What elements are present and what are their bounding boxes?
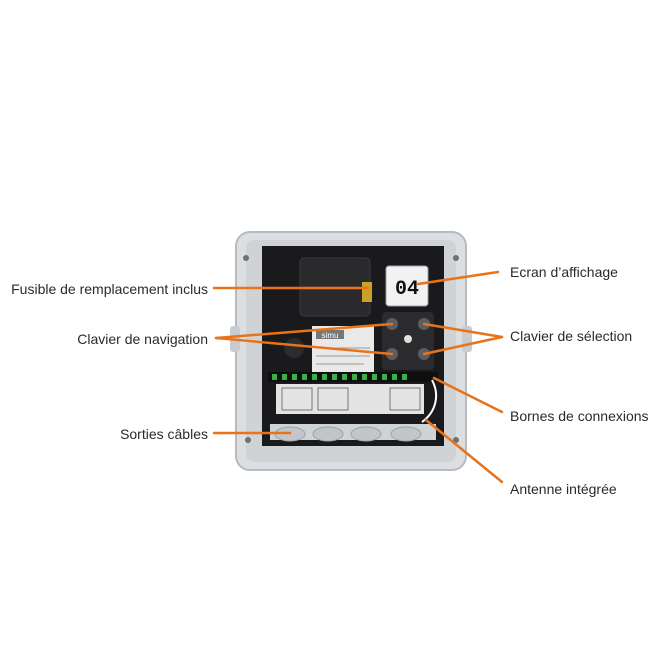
wiring-label: [276, 384, 424, 414]
circuit-board: 04 simu: [262, 246, 444, 446]
leader-select-keypad-up: [422, 322, 504, 339]
screw-icon: [245, 437, 251, 443]
leader-select-keypad-down: [422, 335, 504, 356]
leader-antenna: [424, 418, 504, 484]
callout-nav-keypad: Clavier de navigation: [77, 331, 208, 347]
brand-logo: simu: [322, 331, 339, 340]
callout-cable-outputs: Sorties câbles: [120, 426, 208, 442]
status-led: [404, 335, 412, 343]
screw-icon: [453, 437, 459, 443]
screw-icon: [243, 255, 249, 261]
callout-display: Ecran d’affichage: [510, 264, 618, 280]
callout-leaders: [212, 270, 504, 484]
cable-gland: [350, 426, 382, 442]
display-readout: 04: [395, 278, 419, 301]
cable-gland: [390, 426, 422, 442]
leader-nav-keypad-up: [214, 322, 394, 340]
cable-gland: [312, 426, 344, 442]
callout-select-keypad: Clavier de sélection: [510, 328, 633, 344]
display-screen: [385, 265, 429, 307]
leader-display: [416, 270, 500, 286]
callout-antenna: Antenne intégrée: [510, 481, 617, 497]
callout-terminals: Bornes de connexions: [510, 408, 649, 424]
screw-icon: [453, 255, 459, 261]
leader-nav-keypad-down: [214, 336, 394, 356]
callout-fuse: Fusible de remplacement inclus: [11, 281, 208, 297]
fuse-icon: [362, 282, 372, 302]
leader-terminals: [432, 376, 504, 414]
